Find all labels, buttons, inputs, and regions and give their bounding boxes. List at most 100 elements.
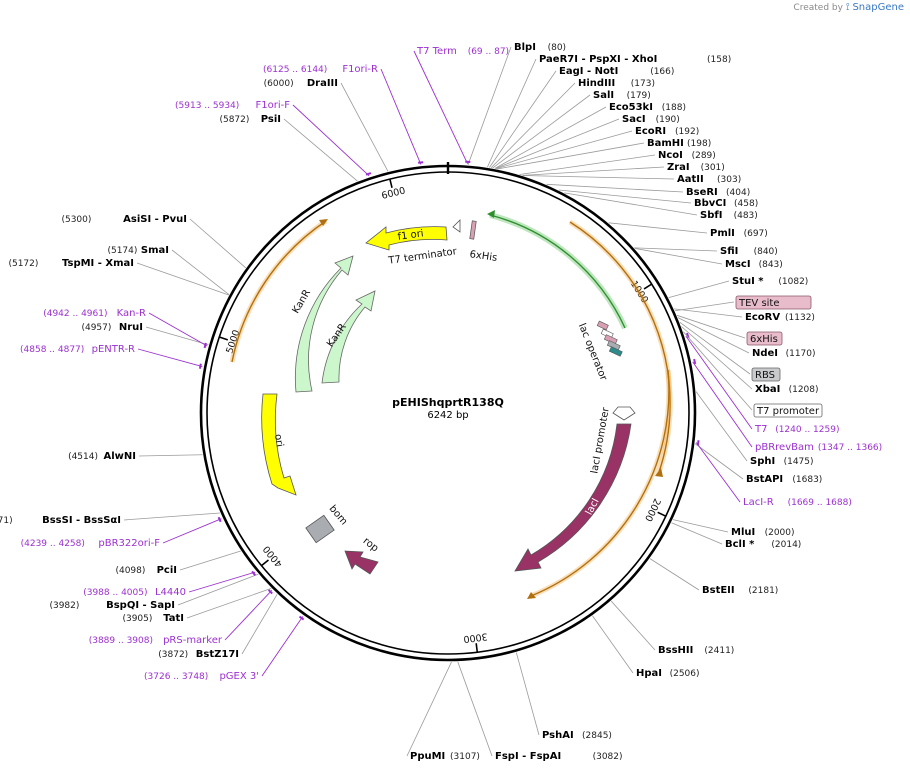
- enzyme-site[interactable]: PpuMI(3107): [410, 751, 480, 762]
- enzyme-position: (2506): [670, 669, 700, 679]
- feature-lac-operator[interactable]: lac operator: [576, 320, 623, 383]
- enzyme-name: PshAI: [542, 730, 574, 741]
- enzyme-site[interactable]: SphI(1475): [750, 456, 814, 467]
- enzyme-site[interactable]: SalI(179): [593, 90, 651, 101]
- enzyme-site[interactable]: AsiSI - PvuI(5300): [61, 214, 187, 225]
- primer-position: (3889 .. 3908): [89, 636, 153, 646]
- primer-site[interactable]: F1ori-F(5913 .. 5934): [175, 100, 290, 111]
- feature-kanr-inner[interactable]: KanR: [321, 290, 376, 384]
- enzyme-site[interactable]: BssHII(2411): [658, 645, 734, 656]
- feature-rop[interactable]: rop: [344, 536, 381, 575]
- primer-leader: [692, 361, 753, 448]
- feature-callout[interactable]: 6xHis: [746, 331, 783, 346]
- primer-site[interactable]: L4440(3988 .. 4005): [83, 587, 186, 598]
- feature-callout[interactable]: T7 promoter: [753, 403, 823, 418]
- enzyme-site[interactable]: BstAPI(1683): [746, 474, 822, 485]
- enzyme-site[interactable]: StuI *(1082): [732, 276, 808, 287]
- primer-site[interactable]: LacI-R(1669 .. 1688): [743, 497, 852, 508]
- enzyme-site[interactable]: SacI(190): [622, 114, 680, 125]
- primer-site[interactable]: pBR322ori-F(4239 .. 4258): [21, 538, 161, 549]
- primer-site[interactable]: pGEX 3'(3726 .. 3748): [144, 671, 259, 682]
- enzyme-site[interactable]: Eco53kI(188): [609, 102, 686, 113]
- enzyme-site[interactable]: ZraI(301): [667, 162, 725, 173]
- enzyme-site[interactable]: MscI (843): [725, 259, 783, 270]
- enzyme-site[interactable]: AatII(303): [677, 174, 741, 185]
- enzyme-site[interactable]: BamHI(198): [647, 138, 711, 149]
- enzyme-site[interactable]: SbfI(483): [700, 210, 758, 221]
- enzyme-site[interactable]: BssSI - BssSαI(4271): [0, 515, 121, 526]
- feature-6xhis[interactable]: 6xHis: [469, 220, 498, 264]
- enzyme-name: MscI: [725, 259, 751, 270]
- primer-site[interactable]: pENTR-R(4858 .. 4877): [20, 344, 135, 355]
- enzyme-position: (289): [692, 151, 716, 161]
- enzyme-name: PpuMI: [410, 751, 445, 762]
- enzyme-site[interactable]: HpaI(2506): [636, 668, 700, 679]
- feature-callout[interactable]: TEV site: [735, 295, 812, 310]
- enzyme-site[interactable]: XbaI(1208): [755, 384, 819, 395]
- enzyme-position: (3905): [122, 614, 152, 624]
- feature-laci[interactable]: lacI: [514, 423, 632, 572]
- enzyme-name: NdeI: [752, 348, 778, 359]
- enzyme-site[interactable]: NdeI(1170): [752, 348, 816, 359]
- enzyme-leader: [241, 593, 278, 655]
- enzyme-site[interactable]: PmlI(697): [710, 228, 768, 239]
- enzyme-site[interactable]: EagI - NotI(166): [559, 66, 674, 77]
- enzyme-site[interactable]: BspQI - SapI(3982): [49, 600, 175, 611]
- enzyme-leader: [171, 249, 230, 295]
- enzyme-leader: [145, 326, 209, 346]
- feature-bom[interactable]: bom: [305, 503, 349, 544]
- enzyme-site[interactable]: BstZ17I(3872): [158, 649, 239, 660]
- feature-ori[interactable]: ori: [261, 393, 297, 496]
- primer-position: (3726 .. 3748): [144, 672, 208, 682]
- enzyme-name: EcoRV: [745, 312, 780, 323]
- enzyme-site[interactable]: SfiI(840): [720, 246, 778, 257]
- enzyme-site[interactable]: BlpI(80): [514, 42, 566, 53]
- enzyme-site[interactable]: PsiI(5872): [219, 114, 281, 125]
- feature-kanr-outer[interactable]: KanR: [291, 255, 354, 393]
- enzyme-site[interactable]: PciI(4098): [115, 565, 177, 576]
- primer-site[interactable]: F1ori-R(6125 .. 6144): [263, 64, 378, 75]
- enzyme-site[interactable]: MluI(2000): [731, 527, 795, 538]
- primer-site[interactable]: T7 Term(69 .. 87): [416, 46, 509, 57]
- enzyme-site[interactable]: TspMI - XmaI(5172): [8, 258, 134, 269]
- enzyme-position: (843): [759, 260, 783, 270]
- enzyme-leader: [186, 588, 272, 619]
- enzyme-site[interactable]: SmaI(5174): [107, 245, 169, 256]
- enzyme-site[interactable]: BstEII(2181): [702, 585, 778, 596]
- enzyme-site[interactable]: TatI(3905): [122, 613, 184, 624]
- snapgene-logo-icon: ⟟: [845, 2, 850, 13]
- enzyme-site[interactable]: PshAI(2845): [542, 730, 612, 741]
- enzyme-site[interactable]: FspI - FspAI(3082): [495, 751, 623, 762]
- primer-name: pBRrevBam: [755, 442, 814, 453]
- enzyme-site[interactable]: EcoRI(192): [635, 126, 699, 137]
- enzyme-leader: [522, 166, 665, 176]
- enzyme-leader: [677, 317, 750, 354]
- rop-label: rop: [361, 536, 381, 555]
- enzyme-site[interactable]: PaeR7I - PspXI - XhoI(158): [539, 54, 731, 65]
- feature-f1-ori[interactable]: f1 ori: [365, 226, 448, 251]
- feature-callout[interactable]: RBS: [751, 367, 781, 382]
- primer-site[interactable]: pBRrevBam(1347 .. 1366): [755, 442, 882, 453]
- enzyme-site[interactable]: HindIII(173): [578, 78, 655, 89]
- enzyme-name: PmlI: [710, 228, 735, 239]
- primer-site[interactable]: T7(1240 .. 1259): [754, 424, 839, 435]
- primer-leader: [261, 616, 304, 677]
- enzyme-position: (5174): [107, 246, 137, 256]
- enzyme-site[interactable]: NruI(4957): [81, 322, 143, 333]
- enzyme-site[interactable]: AlwNI(4514): [68, 451, 136, 462]
- primer-site[interactable]: pRS-marker(3889 .. 3908): [89, 635, 223, 646]
- callout-leader: [676, 314, 746, 339]
- enzyme-site[interactable]: BbvCI(458): [694, 198, 758, 209]
- primer-leader: [162, 518, 222, 544]
- primer-site[interactable]: Kan-R(4942 .. 4961): [43, 308, 146, 319]
- enzyme-site[interactable]: EcoRV(1132): [745, 312, 815, 323]
- enzyme-site[interactable]: BclI *(2014): [725, 539, 801, 550]
- enzyme-leader: [546, 183, 684, 193]
- enzyme-site[interactable]: DraIII(6000): [264, 78, 338, 89]
- enzyme-position: (1683): [792, 475, 822, 485]
- enzyme-site[interactable]: BseRI(404): [686, 187, 750, 198]
- enzyme-site[interactable]: NcoI(289): [658, 150, 716, 161]
- 6xhis-feature-label: 6xHis: [469, 249, 498, 264]
- enzyme-name: XbaI: [755, 384, 780, 395]
